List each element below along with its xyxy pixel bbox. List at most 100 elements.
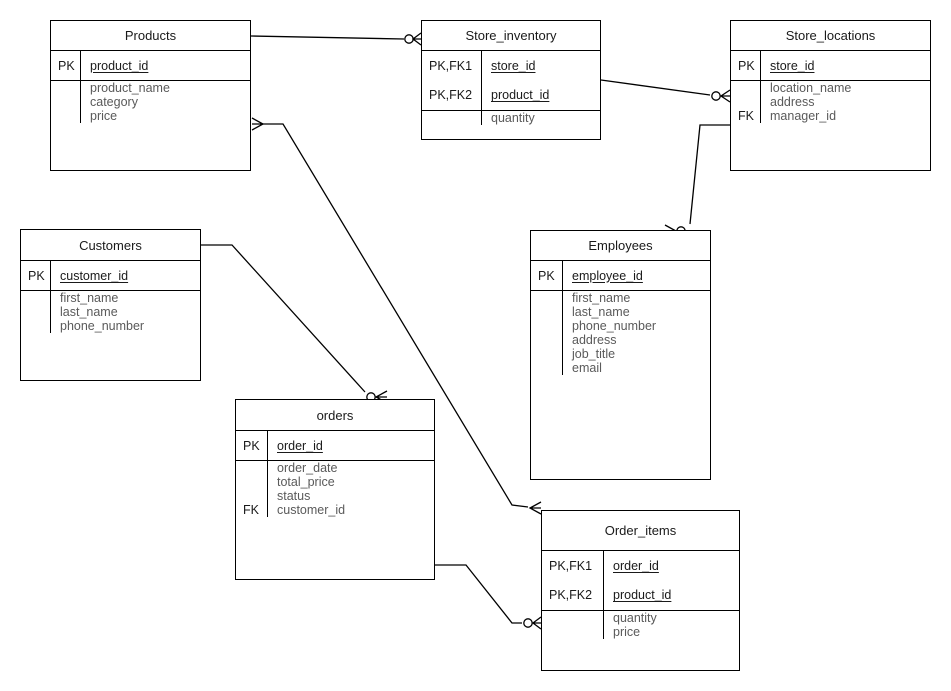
entity-key-section-employees: PK employee_id	[531, 261, 710, 291]
attribute-row: category	[51, 95, 250, 109]
attribute-name-label: last_name	[60, 305, 118, 319]
attribute-name-label: quantity	[491, 111, 535, 125]
attribute-name-label: email	[572, 361, 602, 375]
attribute-key-label	[236, 461, 268, 475]
attribute-key-label: PK	[51, 51, 81, 80]
attribute-name-label: phone_number	[60, 319, 145, 333]
attribute-key-label	[51, 109, 81, 123]
attribute-name-label: product_id	[491, 88, 550, 103]
entity-title-products: Products	[51, 21, 250, 51]
attribute-row: price	[542, 625, 739, 639]
attribute-name-label: address	[572, 333, 617, 347]
attribute-key-label	[731, 95, 761, 109]
attribute-key-label: PK	[531, 261, 563, 290]
entity-title-order_items: Order_items	[542, 511, 739, 551]
attribute-row: status	[236, 489, 434, 503]
attribute-key-label	[531, 361, 563, 375]
attribute-name-label: first_name	[572, 291, 631, 305]
attribute-name-label: location_name	[770, 81, 852, 95]
attribute-key-label	[542, 625, 604, 639]
attribute-row: first_name	[531, 291, 710, 305]
relationship-products-store-inventory	[250, 32, 422, 46]
attribute-key-label: PK	[731, 51, 761, 80]
attribute-row: PK store_id	[731, 51, 930, 80]
relationship-store-inventory-store-locations	[600, 79, 731, 103]
entity-title-customers: Customers	[21, 230, 200, 261]
attribute-row: address	[531, 333, 710, 347]
attribute-row: phone_number	[531, 319, 710, 333]
attribute-row: total_price	[236, 475, 434, 489]
attribute-name-label: product_name	[90, 81, 170, 95]
entity-key-section-customers: PK customer_id	[21, 261, 200, 291]
attribute-row: PK employee_id	[531, 261, 710, 290]
attribute-name-label: total_price	[277, 475, 335, 489]
attribute-name-label: order_id	[277, 438, 323, 453]
relationship-customers-orders	[201, 244, 388, 404]
attribute-key-label	[422, 111, 482, 125]
attribute-row: phone_number	[21, 319, 200, 333]
attribute-name-label: price	[90, 109, 118, 123]
attribute-row: last_name	[531, 305, 710, 319]
attribute-name-label: customer_id	[60, 268, 129, 283]
attribute-key-label	[236, 489, 268, 503]
attribute-name-label: product_id	[613, 588, 672, 603]
entity-title-employees: Employees	[531, 231, 710, 261]
attribute-row: order_date	[236, 461, 434, 475]
attribute-key-label	[531, 347, 563, 361]
relationship-orders-order-items	[435, 564, 542, 630]
attribute-row: first_name	[21, 291, 200, 305]
attribute-key-label	[21, 291, 51, 305]
attribute-key-label	[542, 611, 604, 625]
entity-key-section-store_locations: PK store_id	[731, 51, 930, 81]
attribute-key-label: FK	[731, 109, 761, 123]
attribute-key-label: FK	[236, 503, 268, 517]
attribute-name-label: order_date	[277, 461, 338, 475]
attribute-row: PK customer_id	[21, 261, 200, 290]
relationship-store-locations-employees	[664, 124, 730, 238]
attribute-key-label	[51, 81, 81, 95]
attribute-name-label: address	[770, 95, 815, 109]
attribute-name-label: quantity	[613, 611, 657, 625]
attribute-key-label: PK,FK1	[542, 551, 604, 581]
attribute-row: PK product_id	[51, 51, 250, 80]
attribute-row: last_name	[21, 305, 200, 319]
attribute-name-label: first_name	[60, 291, 119, 305]
attribute-row: email	[531, 361, 710, 375]
entity-title-orders: orders	[236, 400, 434, 431]
attribute-name-label: employee_id	[572, 268, 643, 283]
attribute-key-label: PK	[21, 261, 51, 290]
attribute-key-label	[21, 305, 51, 319]
entity-title-store_locations: Store_locations	[731, 21, 930, 51]
attribute-name-label: store_id	[770, 58, 815, 73]
attribute-key-label	[531, 319, 563, 333]
attribute-row: quantity	[422, 111, 600, 125]
attribute-name-label: product_id	[90, 58, 149, 73]
